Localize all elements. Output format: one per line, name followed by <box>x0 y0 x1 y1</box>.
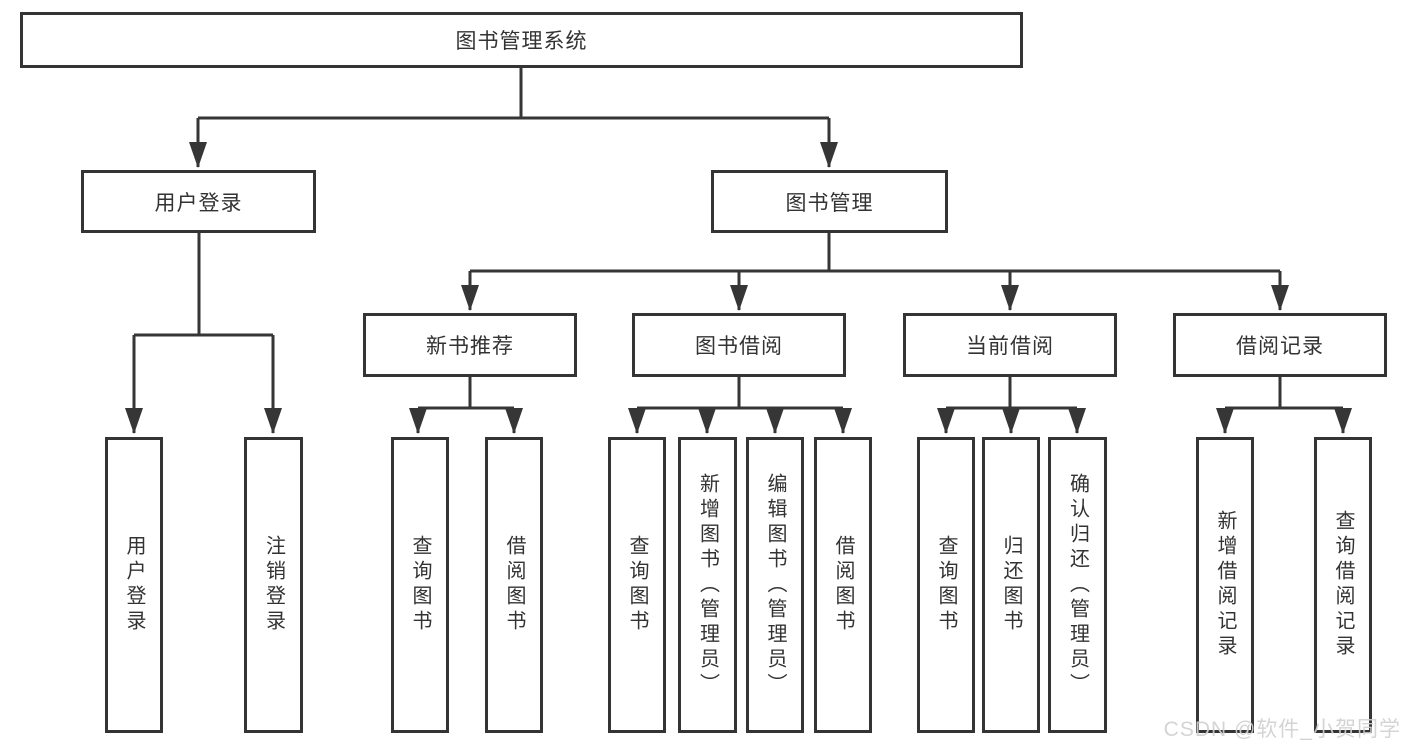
leaf-current-return-books-label: 归还图书 <box>1000 535 1022 635</box>
node-new-book-recommend-label: 新书推荐 <box>426 335 514 358</box>
node-book-management: 图书管理 <box>711 170 948 233</box>
leaf-borrow-query-books: 查询图书 <box>608 437 666 733</box>
leaf-user-login-label: 用户登录 <box>123 535 145 635</box>
node-borrow-record-label: 借阅记录 <box>1236 335 1324 358</box>
node-book-borrow-label: 图书借阅 <box>695 335 783 358</box>
node-user-login: 用户登录 <box>81 170 316 233</box>
leaf-borrow-query-books-label: 查询图书 <box>626 535 648 635</box>
leaf-borrow-borrow-books: 借阅图书 <box>814 437 872 733</box>
leaf-current-query-books-label: 查询图书 <box>935 535 957 635</box>
leaf-borrow-add-books-admin-label: 新增图书（管理员） <box>696 472 719 698</box>
leaf-record-add-borrow-record: 新增借阅记录 <box>1196 437 1254 733</box>
node-book-borrow: 图书借阅 <box>632 313 846 377</box>
leaf-current-return-books: 归还图书 <box>982 437 1040 733</box>
leaf-current-confirm-return-admin-label: 确认归还（管理员） <box>1066 472 1089 698</box>
node-borrow-record: 借阅记录 <box>1173 313 1387 377</box>
node-new-book-recommend: 新书推荐 <box>363 313 577 377</box>
leaf-record-query-borrow-record: 查询借阅记录 <box>1314 437 1372 733</box>
node-root: 图书管理系统 <box>20 12 1023 68</box>
leaf-user-login: 用户登录 <box>105 437 163 733</box>
leaf-newbook-query-books: 查询图书 <box>391 437 449 733</box>
leaf-record-add-borrow-record-label: 新增借阅记录 <box>1214 510 1236 660</box>
node-root-label: 图书管理系统 <box>455 30 588 53</box>
leaf-current-query-books: 查询图书 <box>917 437 975 733</box>
leaf-logout-label: 注销登录 <box>262 535 285 635</box>
leaf-newbook-query-books-label: 查询图书 <box>409 535 431 635</box>
node-current-borrow: 当前借阅 <box>903 313 1117 377</box>
leaf-newbook-borrow-books-label: 借阅图书 <box>503 535 525 635</box>
leaf-logout: 注销登录 <box>244 437 303 733</box>
leaf-borrow-add-books-admin: 新增图书（管理员） <box>678 437 737 733</box>
leaf-borrow-edit-books-admin-label: 编辑图书（管理员） <box>764 472 786 698</box>
leaf-current-confirm-return-admin: 确认归还（管理员） <box>1048 437 1107 733</box>
leaf-borrow-borrow-books-label: 借阅图书 <box>832 535 854 635</box>
leaf-newbook-borrow-books: 借阅图书 <box>485 437 543 733</box>
leaf-borrow-edit-books-admin: 编辑图书（管理员） <box>746 437 804 733</box>
csdn-watermark: CSDN @软件_小贺同学 <box>1163 718 1401 741</box>
node-book-management-label: 图书管理 <box>785 191 874 215</box>
node-user-login-label: 用户登录 <box>154 191 243 215</box>
leaf-record-query-borrow-record-label: 查询借阅记录 <box>1332 510 1354 660</box>
node-current-borrow-label: 当前借阅 <box>966 335 1054 358</box>
